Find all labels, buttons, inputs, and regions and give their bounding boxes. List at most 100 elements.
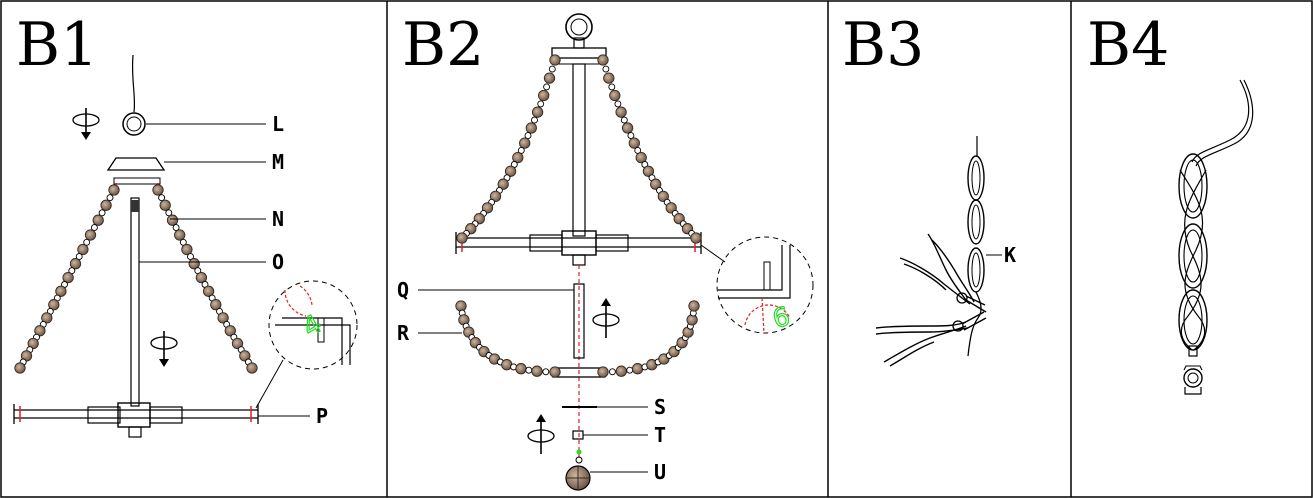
chain-icon (1178, 79, 1254, 395)
detail-leader (255, 359, 284, 409)
bead (62, 271, 74, 284)
hanging-loop (565, 13, 593, 41)
bead (543, 83, 551, 91)
bead (210, 299, 222, 311)
panel-b4 (1178, 79, 1254, 395)
bead (48, 299, 60, 311)
panel-title-b2: B2 (402, 10, 484, 80)
bead (246, 362, 258, 374)
bead (108, 184, 120, 196)
hub (117, 402, 151, 428)
bead (519, 137, 531, 149)
bead (159, 199, 171, 211)
bead (512, 151, 524, 164)
rotate-arrow-icon (527, 414, 555, 454)
bead (615, 106, 627, 118)
bead (515, 363, 527, 375)
callout-label: O (272, 250, 284, 274)
callout-label: R (397, 321, 410, 345)
bead (501, 359, 513, 371)
bead (152, 184, 164, 196)
hanging-loop (122, 112, 146, 136)
panel-title-b1: B1 (16, 10, 98, 80)
pliers-icon (899, 233, 987, 313)
bead (55, 285, 67, 297)
bead (631, 363, 644, 375)
bead (14, 362, 26, 374)
bead (688, 300, 700, 312)
bead (626, 366, 634, 374)
bead (504, 165, 517, 177)
canopy-plate (106, 157, 166, 171)
callout-label: T (654, 423, 666, 447)
bead (609, 89, 621, 102)
bead (489, 190, 502, 203)
callout-label: K (1004, 243, 1016, 267)
bead (531, 106, 544, 118)
bead (650, 178, 662, 190)
extension-rod (573, 283, 585, 359)
bead (231, 337, 244, 350)
bead (69, 258, 82, 270)
callout-label: S (654, 395, 666, 419)
bead (620, 116, 628, 124)
bead (549, 54, 561, 66)
hub-nut (128, 426, 142, 438)
detail-magnifier: 6 (700, 236, 814, 336)
green-dot (576, 449, 582, 455)
rotate-arrow-icon (592, 298, 620, 338)
top-plate (551, 47, 607, 59)
bead (543, 72, 556, 84)
callout-label: N (272, 207, 284, 231)
bead (34, 325, 46, 337)
bead (525, 366, 533, 374)
bead (615, 365, 627, 377)
bead (172, 224, 180, 232)
bead (166, 214, 179, 226)
bead (455, 300, 467, 312)
hub (561, 230, 597, 256)
bead (608, 368, 616, 376)
bead (621, 122, 634, 134)
bead (84, 229, 97, 241)
bead (597, 366, 609, 378)
bead (202, 285, 215, 297)
canopy-ring (113, 177, 161, 185)
rotate-arrow-icon (72, 108, 100, 140)
bead (635, 151, 647, 164)
bead (537, 100, 545, 108)
bead (217, 312, 229, 324)
callout-label: L (272, 112, 284, 136)
bead (90, 224, 98, 232)
detail-leader (700, 244, 726, 263)
bead (41, 312, 53, 324)
bead (657, 190, 669, 203)
chain-icon (967, 136, 985, 357)
bead (549, 366, 561, 378)
panel-b1: 4 L M N O P (13, 54, 358, 438)
bead (98, 209, 106, 217)
bead (525, 122, 537, 134)
bead (531, 116, 538, 124)
bead (165, 209, 173, 217)
bead (224, 325, 236, 337)
bead (597, 54, 609, 66)
top-plate-ring (557, 57, 601, 65)
bead (642, 165, 655, 177)
bead (608, 83, 616, 91)
detail-magnifier: 4 (255, 280, 358, 409)
panel-title-b3: B3 (842, 10, 924, 80)
panel-title-b4: B4 (1087, 10, 1169, 80)
bead (100, 199, 112, 211)
bead (497, 178, 509, 190)
bead (690, 232, 702, 244)
hanging-loop-inner (570, 18, 588, 36)
bead (603, 72, 615, 84)
nut (572, 430, 584, 440)
center-rod (130, 197, 140, 407)
bead (614, 100, 622, 108)
bead (195, 271, 208, 284)
bead (181, 243, 193, 256)
